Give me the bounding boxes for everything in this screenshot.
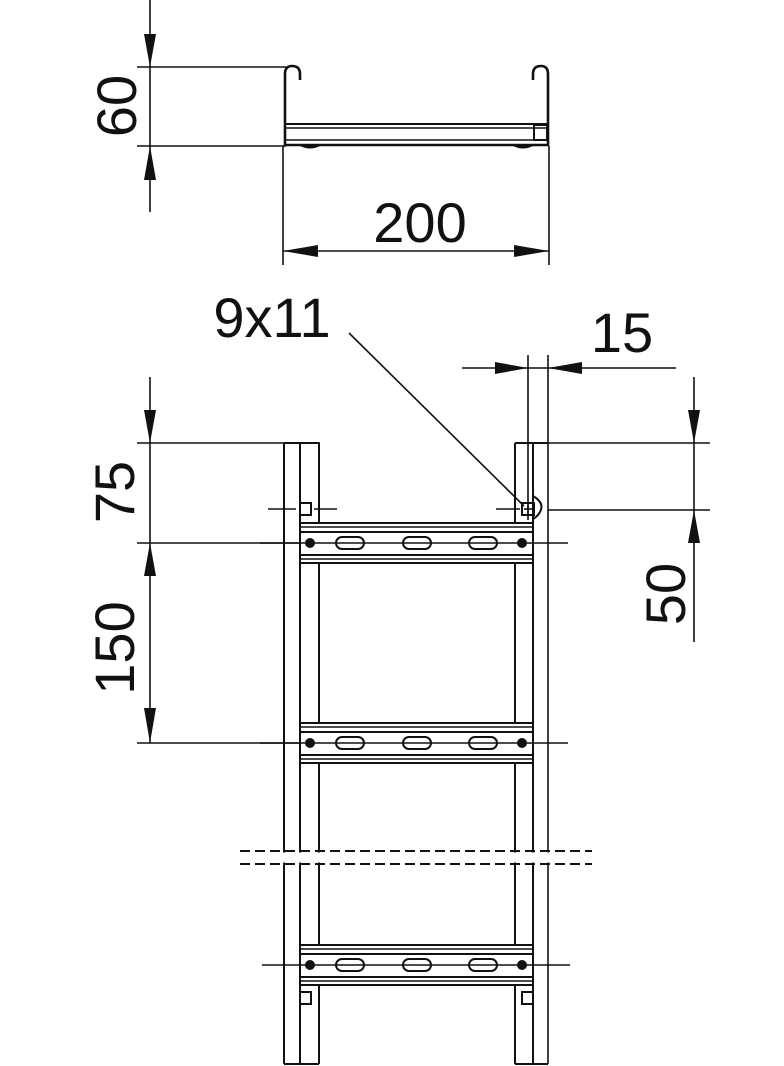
dim-label-75: 75 <box>83 461 146 523</box>
rivet <box>305 538 315 548</box>
left-rail <box>268 442 337 1065</box>
dim-label-200: 200 <box>373 191 466 254</box>
slot <box>335 536 365 550</box>
arrow-right-icon <box>495 362 528 374</box>
slot <box>402 536 432 550</box>
dim-label-15: 15 <box>591 301 653 364</box>
right-rail <box>496 442 548 1065</box>
arrow-up-icon <box>144 543 156 576</box>
slot <box>335 736 365 750</box>
dim-label-60: 60 <box>85 75 148 137</box>
slot <box>335 958 365 972</box>
arrow-up-icon <box>144 146 156 180</box>
arrow-down-icon <box>144 34 156 67</box>
rivet <box>305 738 315 748</box>
left-side-rail-profile <box>283 64 302 146</box>
foot-left <box>300 146 320 149</box>
square-hole <box>521 991 534 1005</box>
rung <box>260 722 568 764</box>
square-hole-9x11 <box>521 502 535 516</box>
slot <box>402 736 432 750</box>
leader-line <box>348 332 525 507</box>
rivet <box>517 960 527 970</box>
hole-callout-arc <box>532 495 543 520</box>
square-hole <box>299 502 312 516</box>
rivet <box>517 538 527 548</box>
arrow-down-icon <box>144 410 156 443</box>
arrow-left-icon <box>548 362 582 374</box>
section-view: 60 200 <box>85 0 550 265</box>
slot <box>468 958 498 972</box>
arrow-left-icon <box>283 245 318 257</box>
square-hole <box>299 991 312 1005</box>
slot <box>468 736 498 750</box>
dim-label-50: 50 <box>634 563 697 625</box>
right-side-rail-profile <box>531 64 550 146</box>
rung <box>262 944 570 986</box>
rivet <box>305 960 315 970</box>
arrow-down-icon <box>144 708 156 743</box>
rung <box>260 522 568 564</box>
arrow-down-icon <box>688 410 700 443</box>
slot <box>402 958 432 972</box>
arrow-up-icon <box>688 510 700 543</box>
rung-end-block <box>533 124 548 141</box>
arrow-right-icon <box>514 245 549 257</box>
foot-right <box>513 146 533 149</box>
slot <box>468 536 498 550</box>
rivet <box>517 738 527 748</box>
dim-label-150: 150 <box>83 601 146 694</box>
plan-view: 9x11 15 75 150 50 <box>83 286 710 1065</box>
dim-label-9x11: 9x11 <box>213 286 330 349</box>
break-line <box>240 850 592 865</box>
